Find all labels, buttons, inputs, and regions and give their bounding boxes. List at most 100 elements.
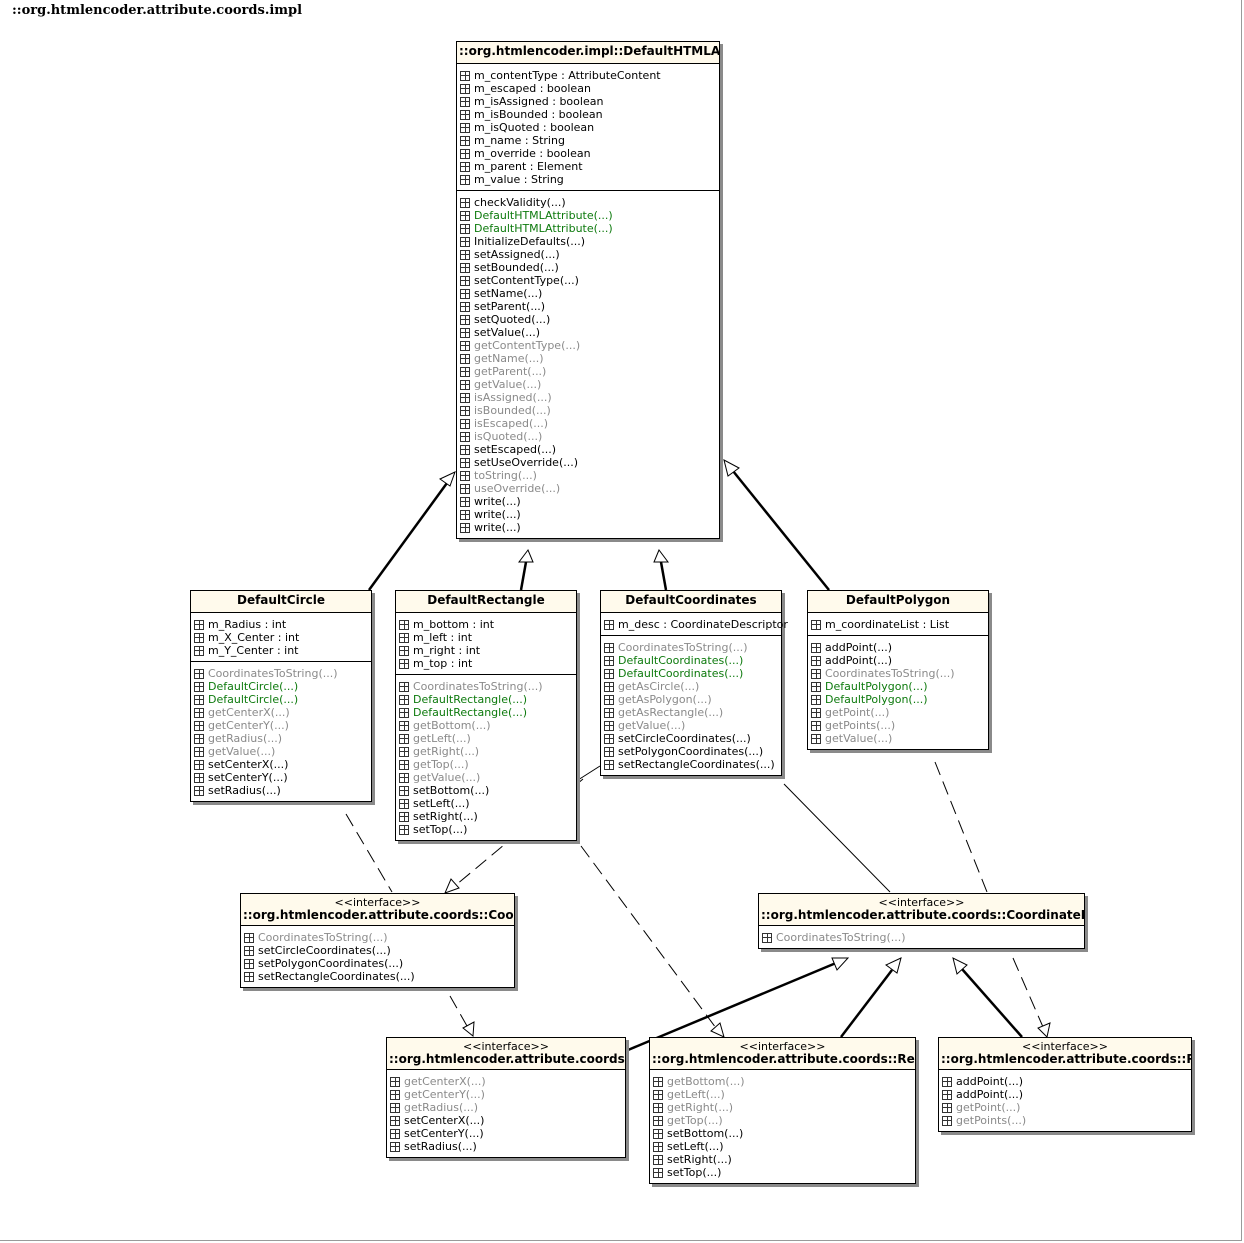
- expand-plus-icon[interactable]: [460, 457, 470, 468]
- expand-plus-icon[interactable]: [399, 824, 409, 835]
- expand-plus-icon[interactable]: [460, 327, 470, 338]
- operation-item[interactable]: setCenterX(...): [194, 758, 371, 771]
- operation-item[interactable]: setEscaped(...): [460, 443, 719, 456]
- expand-plus-icon[interactable]: [399, 619, 409, 630]
- expand-plus-icon[interactable]: [194, 668, 204, 679]
- attribute-item[interactable]: m_coordinateList : List: [811, 618, 988, 631]
- interface-circle[interactable]: <<interface>>::org.htmlencoder.attribute…: [386, 1037, 626, 1158]
- operation-item[interactable]: setRectangleCoordinates(...): [244, 970, 514, 983]
- expand-plus-icon[interactable]: [604, 746, 614, 757]
- operation-item[interactable]: getAsRectangle(...): [604, 706, 781, 719]
- expand-plus-icon[interactable]: [460, 405, 470, 416]
- operation-item[interactable]: getPoints(...): [942, 1114, 1191, 1127]
- operation-item[interactable]: setRectangleCoordinates(...): [604, 758, 781, 771]
- operation-item[interactable]: DefaultCoordinates(...): [604, 654, 781, 667]
- operation-item[interactable]: setCircleCoordinates(...): [604, 732, 781, 745]
- expand-plus-icon[interactable]: [244, 971, 254, 982]
- operation-item[interactable]: setBounded(...): [460, 261, 719, 274]
- operation-item[interactable]: getRadius(...): [194, 732, 371, 745]
- operation-item[interactable]: write(...): [460, 521, 719, 534]
- operation-item[interactable]: getAsPolygon(...): [604, 693, 781, 706]
- expand-plus-icon[interactable]: [399, 746, 409, 757]
- expand-plus-icon[interactable]: [460, 223, 470, 234]
- operation-item[interactable]: getCenterY(...): [390, 1088, 625, 1101]
- expand-plus-icon[interactable]: [390, 1141, 400, 1152]
- operation-item[interactable]: addPoint(...): [942, 1088, 1191, 1101]
- expand-plus-icon[interactable]: [811, 619, 821, 630]
- operation-item[interactable]: getPoint(...): [811, 706, 988, 719]
- operation-item[interactable]: CoordinatesToString(...): [194, 667, 371, 680]
- class-defaulthtmlattribute[interactable]: ::org.htmlencoder.impl::DefaultHTMLAttri…: [456, 41, 720, 539]
- expand-plus-icon[interactable]: [653, 1141, 663, 1152]
- expand-plus-icon[interactable]: [194, 619, 204, 630]
- expand-plus-icon[interactable]: [390, 1115, 400, 1126]
- expand-plus-icon[interactable]: [460, 366, 470, 377]
- operation-item[interactable]: setRight(...): [399, 810, 576, 823]
- expand-plus-icon[interactable]: [194, 632, 204, 643]
- operation-item[interactable]: setLeft(...): [399, 797, 576, 810]
- expand-plus-icon[interactable]: [460, 174, 470, 185]
- expand-plus-icon[interactable]: [604, 655, 614, 666]
- expand-plus-icon[interactable]: [460, 431, 470, 442]
- operation-item[interactable]: isQuoted(...): [460, 430, 719, 443]
- attribute-item[interactable]: m_isBounded : boolean: [460, 108, 719, 121]
- operation-item[interactable]: getRadius(...): [390, 1101, 625, 1114]
- expand-plus-icon[interactable]: [399, 707, 409, 718]
- expand-plus-icon[interactable]: [811, 733, 821, 744]
- operation-item[interactable]: getName(...): [460, 352, 719, 365]
- operation-item[interactable]: addPoint(...): [811, 654, 988, 667]
- operation-item[interactable]: getContentType(...): [460, 339, 719, 352]
- operation-item[interactable]: getLeft(...): [653, 1088, 915, 1101]
- operation-item[interactable]: DefaultCircle(...): [194, 693, 371, 706]
- operation-item[interactable]: useOverride(...): [460, 482, 719, 495]
- operation-item[interactable]: CoordinatesToString(...): [399, 680, 576, 693]
- operation-item[interactable]: setName(...): [460, 287, 719, 300]
- operation-item[interactable]: addPoint(...): [811, 641, 988, 654]
- expand-plus-icon[interactable]: [390, 1089, 400, 1100]
- interface-coordinates[interactable]: <<interface>>::org.htmlencoder.attribute…: [240, 893, 515, 988]
- expand-plus-icon[interactable]: [460, 496, 470, 507]
- attribute-item[interactable]: m_left : int: [399, 631, 576, 644]
- expand-plus-icon[interactable]: [399, 798, 409, 809]
- expand-plus-icon[interactable]: [653, 1076, 663, 1087]
- expand-plus-icon[interactable]: [460, 109, 470, 120]
- operation-item[interactable]: setValue(...): [460, 326, 719, 339]
- expand-plus-icon[interactable]: [390, 1076, 400, 1087]
- operation-item[interactable]: setPolygonCoordinates(...): [244, 957, 514, 970]
- expand-plus-icon[interactable]: [811, 707, 821, 718]
- expand-plus-icon[interactable]: [653, 1128, 663, 1139]
- operation-item[interactable]: CoordinatesToString(...): [811, 667, 988, 680]
- operation-item[interactable]: DefaultRectangle(...): [399, 706, 576, 719]
- expand-plus-icon[interactable]: [604, 759, 614, 770]
- expand-plus-icon[interactable]: [460, 353, 470, 364]
- operation-item[interactable]: setAssigned(...): [460, 248, 719, 261]
- operation-item[interactable]: setTop(...): [653, 1166, 915, 1179]
- expand-plus-icon[interactable]: [460, 509, 470, 520]
- operation-item[interactable]: getCenterX(...): [194, 706, 371, 719]
- operation-item[interactable]: getTop(...): [653, 1114, 915, 1127]
- expand-plus-icon[interactable]: [460, 379, 470, 390]
- expand-plus-icon[interactable]: [460, 470, 470, 481]
- expand-plus-icon[interactable]: [460, 148, 470, 159]
- attribute-item[interactable]: m_X_Center : int: [194, 631, 371, 644]
- expand-plus-icon[interactable]: [194, 694, 204, 705]
- expand-plus-icon[interactable]: [460, 96, 470, 107]
- operation-item[interactable]: getValue(...): [194, 745, 371, 758]
- attribute-item[interactable]: m_isQuoted : boolean: [460, 121, 719, 134]
- operation-item[interactable]: setContentType(...): [460, 274, 719, 287]
- operation-item[interactable]: DefaultCoordinates(...): [604, 667, 781, 680]
- expand-plus-icon[interactable]: [399, 772, 409, 783]
- expand-plus-icon[interactable]: [194, 772, 204, 783]
- expand-plus-icon[interactable]: [399, 785, 409, 796]
- expand-plus-icon[interactable]: [194, 645, 204, 656]
- expand-plus-icon[interactable]: [399, 733, 409, 744]
- operation-item[interactable]: toString(...): [460, 469, 719, 482]
- expand-plus-icon[interactable]: [399, 645, 409, 656]
- expand-plus-icon[interactable]: [653, 1115, 663, 1126]
- expand-plus-icon[interactable]: [399, 681, 409, 692]
- operation-item[interactable]: setRadius(...): [390, 1140, 625, 1153]
- operation-item[interactable]: write(...): [460, 508, 719, 521]
- expand-plus-icon[interactable]: [942, 1115, 952, 1126]
- operation-item[interactable]: InitializeDefaults(...): [460, 235, 719, 248]
